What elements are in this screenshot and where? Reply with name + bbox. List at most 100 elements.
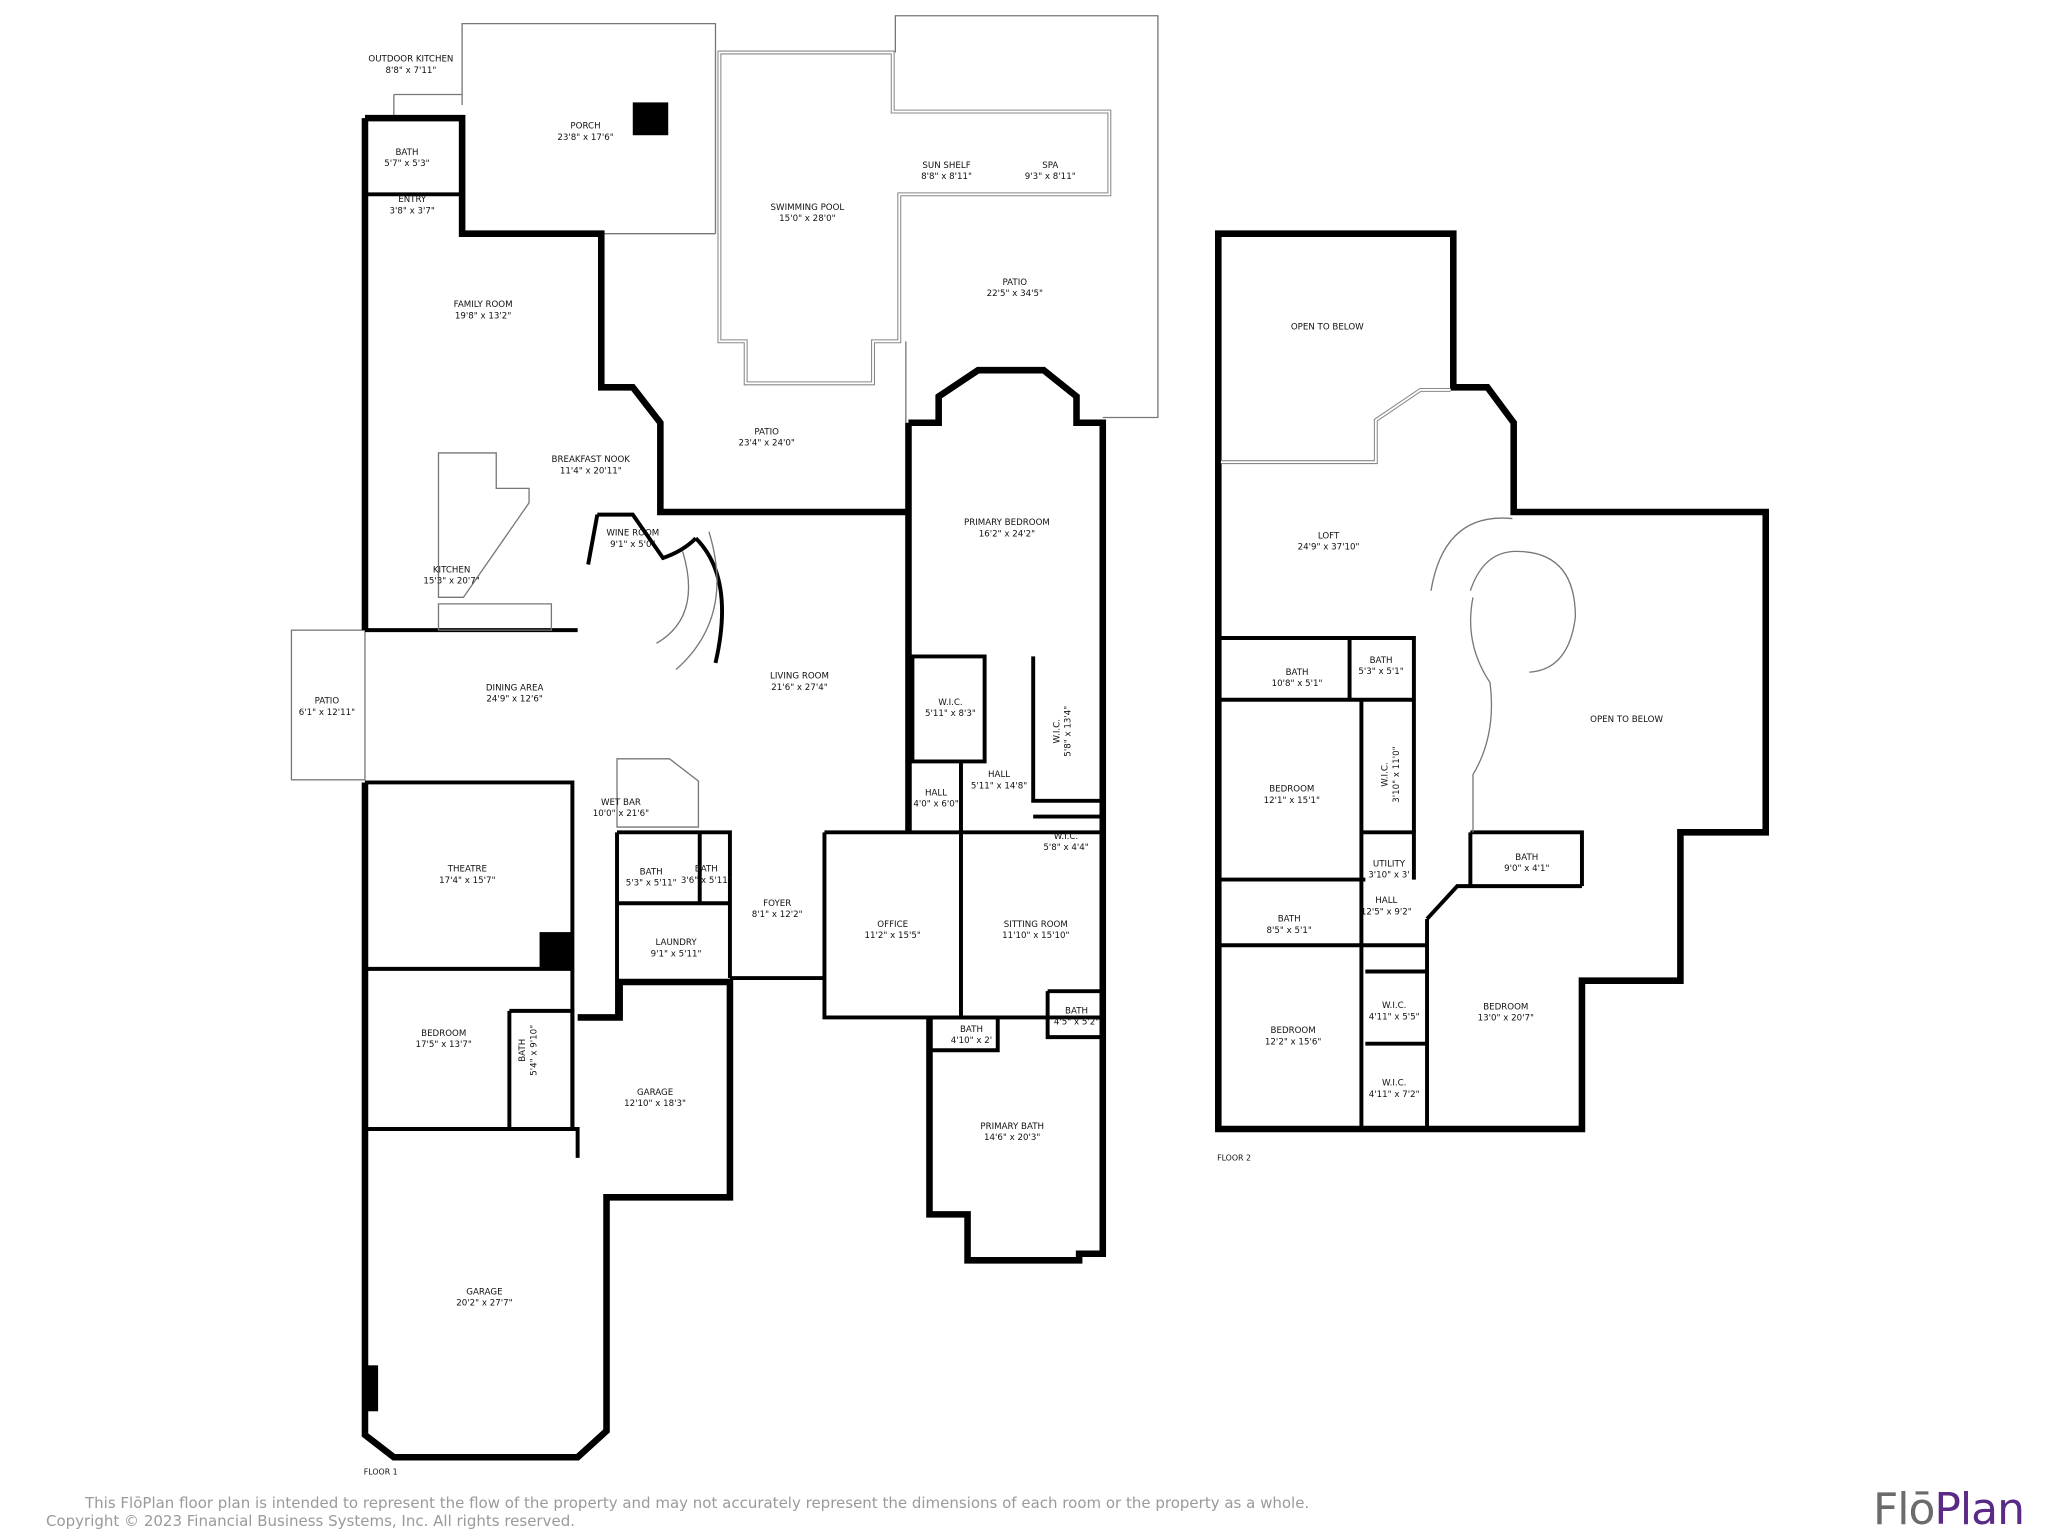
room-dimensions: 22'5" x 34'5": [987, 289, 1043, 299]
room-dimensions: 5'11" x 14'8": [971, 781, 1027, 791]
room-dimensions: 4'5" x 5'2": [1054, 1018, 1099, 1028]
room-name: SUN SHELF: [922, 161, 970, 171]
room-dimensions: 17'5" x 13'7": [416, 1040, 472, 1050]
room-name: LAUNDRY: [656, 938, 698, 948]
room-name: OPEN TO BELOW: [1291, 323, 1364, 333]
room-dimensions: 8'5" x 5'1": [1266, 926, 1311, 936]
room-dimensions: 9'3" x 8'11": [1025, 172, 1076, 182]
room-name: PATIO: [1003, 278, 1028, 288]
disclaimer-text: This FlōPlan floor plan is intended to r…: [85, 1494, 1310, 1512]
room-dimensions: 6'1" x 12'11": [299, 708, 355, 718]
room-name: BATH: [960, 1025, 983, 1035]
room-label: W.I.C.5'8" x 13'4": [1052, 706, 1073, 757]
room-dimensions: 3'10" x 3': [1368, 871, 1409, 881]
room-name: PATIO: [754, 428, 779, 438]
room-dimensions: 8'8" x 7'11": [385, 66, 436, 76]
room-name: FAMILY ROOM: [454, 300, 513, 310]
room-name: HALL: [925, 789, 947, 799]
room-dimensions: 12'10" x 18'3": [624, 1099, 686, 1109]
room-name: W.I.C.: [1382, 1079, 1406, 1089]
room-name: PRIMARY BEDROOM: [964, 518, 1050, 528]
porch-fireplace: [632, 102, 669, 136]
room-dimensions: 24'9" x 12'6": [486, 695, 542, 705]
room-dimensions: 3'8" x 3'7": [390, 206, 435, 216]
room-name: BATH: [518, 1039, 528, 1062]
room-dimensions: 24'9" x 37'10": [1298, 542, 1360, 552]
room-dimensions: 9'1" x 5'0": [610, 540, 655, 550]
room-name: BATH: [395, 148, 418, 158]
room-label: UTILITY 3'10" x 3': [1368, 859, 1409, 880]
room-dimensions: 3'10" x 11'0": [1392, 746, 1402, 802]
room-name: BEDROOM: [1269, 785, 1314, 795]
room-dimensions: 16'2" x 24'2": [979, 529, 1035, 539]
room-label: OPEN TO BELOW: [1590, 715, 1663, 725]
room-name: LIVING ROOM: [770, 672, 829, 682]
room-dimensions: 9'0" x 4'1": [1504, 864, 1549, 874]
room-label: OPEN TO BELOW: [1291, 323, 1364, 333]
room-dimensions: 5'8" x 13'4": [1064, 706, 1074, 757]
room-name: OPEN TO BELOW: [1590, 715, 1663, 725]
room-name: BATH: [695, 865, 718, 875]
room-dimensions: 5'11" x 8'3": [925, 709, 976, 719]
room-name: W.I.C.: [938, 698, 962, 708]
room-name: PRIMARY BATH: [980, 1122, 1044, 1132]
room-name: ENTRY: [398, 195, 427, 205]
room-name: SITTING ROOM: [1004, 920, 1068, 930]
room-name: WET BAR: [601, 798, 641, 808]
room-name: BATH: [1065, 1006, 1088, 1016]
room-dimensions: 9'1" x 5'11": [651, 949, 702, 959]
room-dimensions: 3'6" x 5'11": [681, 876, 732, 886]
room-name: UTILITY: [1373, 859, 1406, 869]
room-dimensions: 20'2" x 27'7": [456, 1299, 512, 1309]
room-name: PORCH: [570, 122, 600, 132]
room-dimensions: 4'0" x 6'0": [913, 800, 958, 810]
room-dimensions: 15'3" x 20'7": [423, 577, 479, 587]
room-name: SPA: [1042, 161, 1058, 171]
room-name: BATH: [1370, 656, 1393, 666]
room-name: BEDROOM: [1271, 1026, 1316, 1036]
room-dimensions: 23'4" x 24'0": [738, 439, 794, 449]
room-dimensions: 17'4" x 15'7": [439, 876, 495, 886]
room-name: FOYER: [763, 899, 791, 909]
room-name: DINING AREA: [486, 684, 544, 694]
room-dimensions: 15'0" x 28'0": [779, 214, 835, 224]
room-dimensions: 5'7" x 5'3": [384, 159, 429, 169]
room-dimensions: 5'8" x 4'4": [1043, 843, 1088, 853]
room-name: BATH: [1286, 668, 1309, 678]
room-dimensions: 12'5" x 9'2": [1361, 907, 1412, 917]
copyright-text: Copyright © 2023 Financial Business Syst…: [46, 1512, 575, 1530]
room-dimensions: 19'8" x 13'2": [455, 311, 511, 321]
room-dimensions: 4'11" x 7'2": [1369, 1090, 1420, 1100]
room-dimensions: 11'10" x 15'10": [1002, 931, 1069, 941]
room-dimensions: 5'3" x 5'11": [626, 878, 677, 888]
room-label: W.I.C.4'11" x 5'5": [1369, 1001, 1420, 1022]
room-dimensions: 10'0" x 21'6": [593, 809, 649, 819]
floor-1-label: FLOOR 1: [364, 1467, 398, 1476]
floor-2-walls: [1215, 230, 1770, 1133]
room-name: BATH: [640, 867, 663, 877]
